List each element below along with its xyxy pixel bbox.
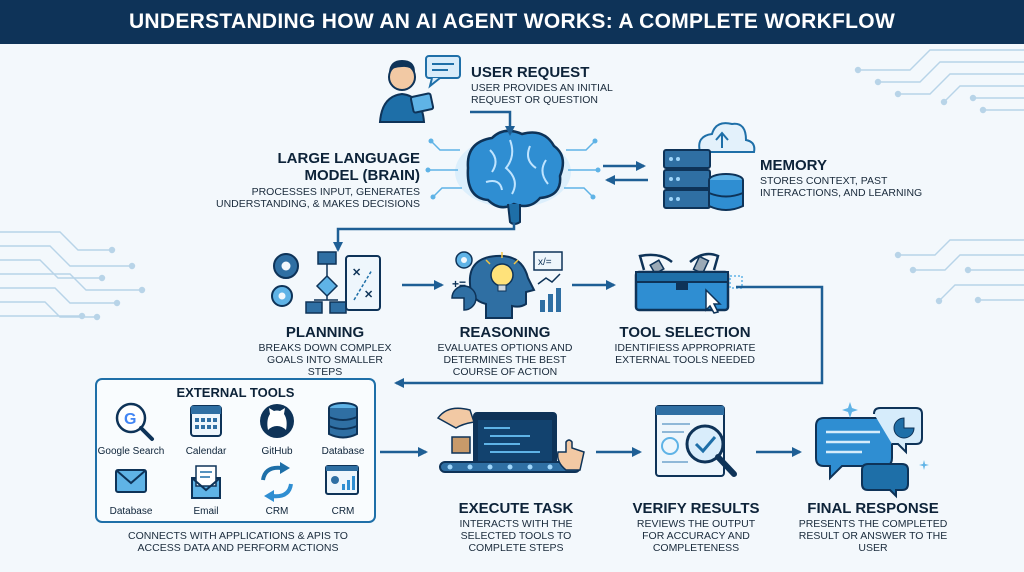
crm-dashboard-icon [325, 465, 359, 495]
circuit-decoration-left [0, 231, 146, 321]
tool-label-database: Database [321, 446, 365, 457]
tool-label-email: Email [193, 506, 219, 517]
memory-desc: STORES CONTEXT, PAST INTERACTIONS, AND L… [760, 175, 923, 199]
final-title: FINAL RESPONSE [807, 500, 939, 517]
page-title: UNDERSTANDING HOW AN AI AGENT WORKS: A C… [128, 10, 896, 33]
planning-title: PLANNING [285, 324, 365, 341]
head-lightbulb-icon: += x/= [451, 251, 563, 319]
final-desc: PRESENTS THE COMPLETED RESULT OR ANSWER … [798, 518, 948, 554]
email-icon [191, 465, 221, 499]
chat-bubbles-icon [815, 402, 929, 499]
tool-label-database-2: Database [109, 506, 153, 517]
verify-title: VERIFY RESULTS [632, 500, 760, 517]
tool-label-crm-2: CRM [331, 506, 355, 517]
tool-label-crm: CRM [265, 506, 289, 517]
tool-label-github: GitHub [261, 446, 293, 457]
reasoning-desc: EVALUATES OPTIONS AND DETERMINES THE BES… [437, 342, 573, 378]
mail-icon [115, 469, 147, 493]
planning-desc: BREAKS DOWN COMPLEX GOALS INTO SMALLER S… [258, 342, 392, 378]
title-bar: UNDERSTANDING HOW AN AI AGENT WORKS: A C… [0, 0, 1024, 44]
execute-title: EXECUTE TASK [458, 500, 574, 517]
brain-icon [425, 129, 601, 225]
google-search-icon: G [115, 402, 154, 441]
execute-desc: INTERACTS WITH THE SELECTED TOOLS TO COM… [459, 518, 573, 554]
conveyor-icon [436, 407, 585, 473]
external-tools-box [95, 378, 376, 523]
llm-desc: PROCESSES INPUT, GENERATES UNDERSTANDING… [215, 186, 420, 210]
external-tools-title: EXTERNAL TOOLS [176, 385, 295, 400]
calendar-icon [190, 405, 222, 437]
external-tools-desc: CONNECTS WITH APPLICATIONS & APIS TO ACC… [128, 530, 348, 554]
verify-desc: REVIEWS THE OUTPUT FOR ACCURACY AND COMP… [636, 518, 756, 554]
svg-text:✕: ✕ [364, 289, 373, 301]
circuit-decoration-right [854, 49, 1024, 305]
user-request-desc: USER PROVIDES AN INITIAL REQUEST OR QUES… [471, 82, 613, 106]
svg-text:G: G [124, 411, 136, 428]
tool-selection-desc: IDENTIFIESS APPROPRIATE EXTERNAL TOOLS N… [614, 342, 756, 366]
github-icon [260, 404, 294, 438]
tool-label-google-search: Google Search [97, 446, 165, 457]
tool-selection-title: TOOL SELECTION [619, 324, 751, 341]
user-chat-icon [378, 55, 461, 123]
magnifier-check-icon [655, 405, 737, 477]
user-request-title: USER REQUEST [471, 64, 590, 81]
reasoning-title: REASONING [459, 324, 551, 341]
memory-title: MEMORY [760, 157, 827, 174]
llm-title: LARGE LANGUAGE MODEL (BRAIN) [277, 150, 421, 184]
database-icon [328, 402, 358, 439]
gears-flowchart-icon: ✕ ✕ [271, 251, 381, 314]
tool-label-calendar: Calendar [185, 446, 227, 457]
toolbox-icon [634, 252, 743, 314]
svg-text:x/=: x/= [538, 257, 552, 268]
sync-icon [261, 462, 293, 502]
server-cloud-icon [663, 122, 756, 211]
svg-text:✕: ✕ [352, 267, 361, 279]
